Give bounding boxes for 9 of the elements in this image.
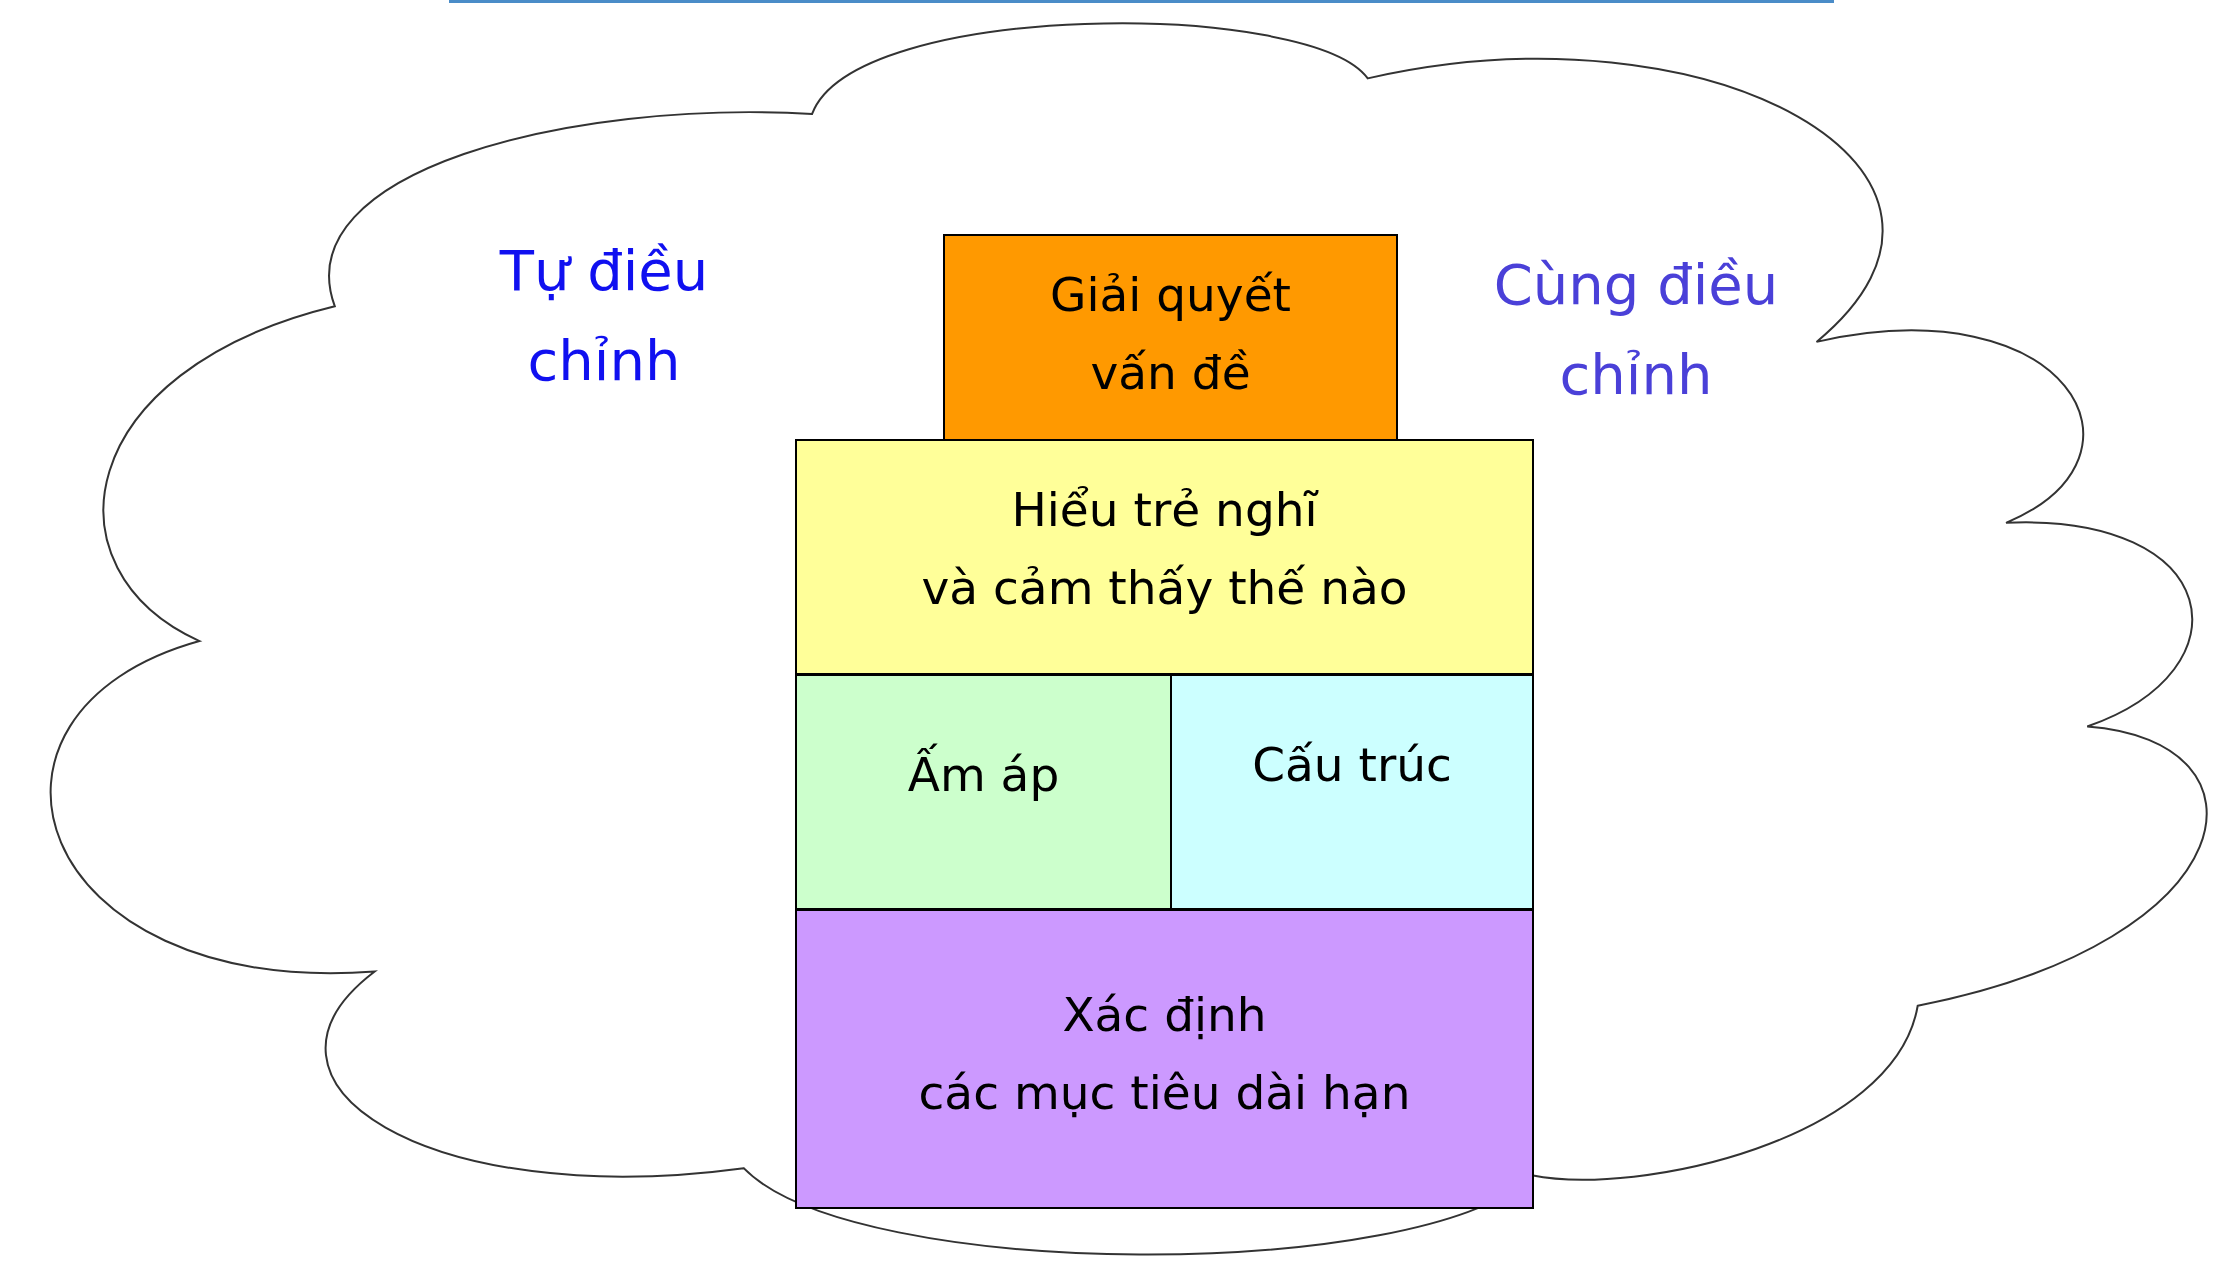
block-label: Xác định	[1061, 986, 1268, 1044]
cloud-label: Tự điều chỉnh	[498, 237, 710, 395]
block-label: và cảm thấy thế nào	[920, 559, 1409, 617]
block-label: Cấu trúc	[1251, 736, 1453, 794]
cloud-label: Cùng điều chỉnh	[1492, 251, 1780, 409]
block-label: Ấm áp	[817, 736, 1150, 814]
block-label: Hiểu trẻ nghĩ	[1010, 481, 1320, 539]
block-label: Giải quyết vấn đề	[1048, 266, 1293, 402]
block-label: các mục tiêu dài hạn	[917, 1064, 1412, 1122]
